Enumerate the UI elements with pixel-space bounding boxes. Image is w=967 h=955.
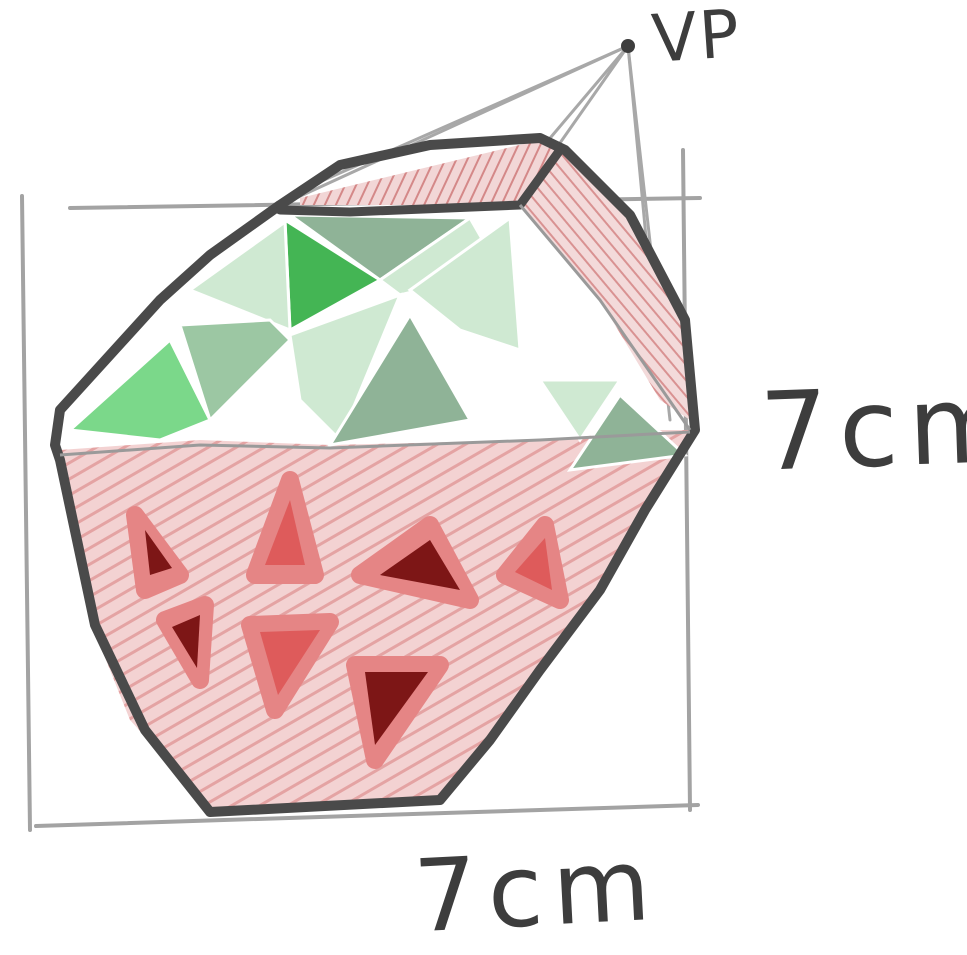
seed [156,596,214,689]
vanishing-point-label: VP [649,0,744,79]
seed [246,471,324,584]
strawberry-outline [50,133,700,817]
strawberry-sketch [20,39,702,832]
right-face [520,150,690,420]
dimension-label-bottom: 7cm [411,825,663,955]
leaf-facet [186,219,292,333]
top-face [300,140,560,205]
leaf-crown [66,213,689,472]
top-rim-outline [275,145,565,217]
seed [126,506,189,599]
leaf-facet [177,318,293,423]
strawberry-body [60,430,690,808]
seeds [126,471,569,769]
dimension-label-right: 7cm [757,361,967,496]
leaf-facet [326,312,473,448]
vanishing-point-marker [621,39,635,53]
seed [241,613,339,719]
seed [346,656,449,769]
facet-edges [59,204,692,457]
leaf-facet [566,392,689,472]
leaf-facet [537,378,623,443]
leaf-facet [407,215,522,353]
seed [351,516,479,609]
leaf-facet [66,337,213,442]
seed [496,516,569,609]
